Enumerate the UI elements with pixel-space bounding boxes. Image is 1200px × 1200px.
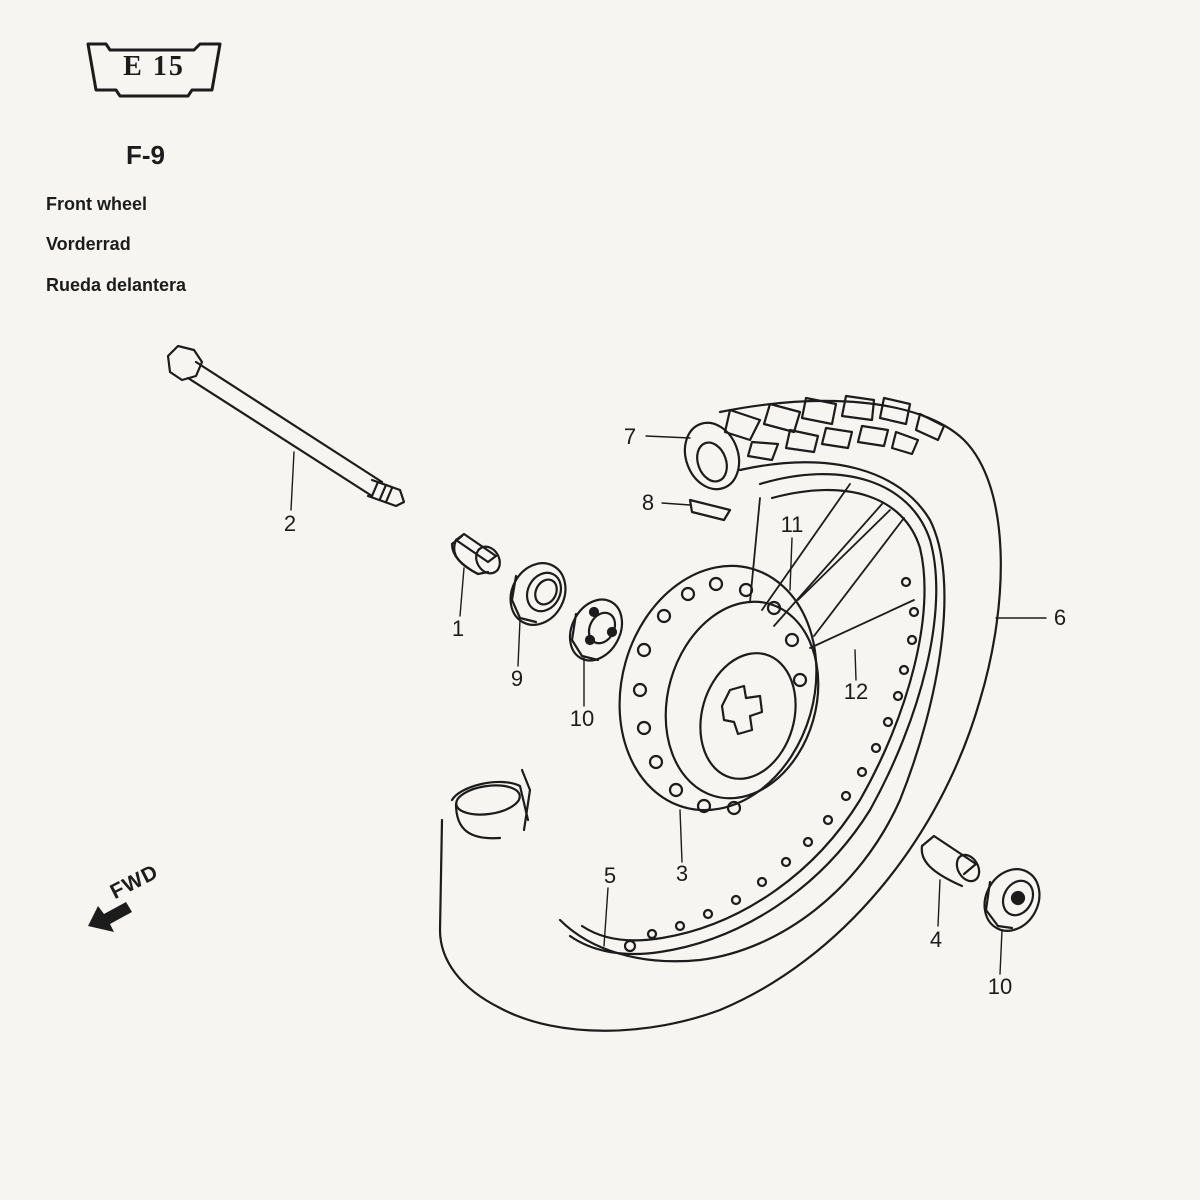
callout-hub: 3 (675, 861, 689, 886)
oil-seal-drawing (509, 562, 567, 626)
spacer-left-drawing (450, 532, 501, 576)
callout-axle: 1 (451, 616, 465, 641)
page-code: F-9 (126, 140, 165, 170)
leader-lines (290, 435, 1047, 975)
callout-tire: 6 (1053, 605, 1067, 630)
title-english: Front wheel (46, 194, 148, 214)
bearing-right-drawing (983, 868, 1041, 932)
badge-text: E 15 (123, 51, 185, 82)
callout-spoke-set-b: 12 (843, 679, 869, 704)
callout-spoke-set-a: 11 (780, 512, 804, 537)
tube-drawing (450, 421, 741, 840)
bearing-left-drawing (568, 598, 624, 662)
hub-drawing (618, 564, 820, 816)
callout-rim-band: 5 (603, 863, 617, 888)
arrow-left-down-icon (88, 902, 132, 932)
callout-bearing-right: 10 (987, 974, 1013, 999)
valve-drawing (520, 498, 732, 832)
rim-drawing (568, 473, 938, 956)
callout-tube: 7 (623, 424, 637, 449)
callout-valve: 8 (641, 490, 655, 515)
title-german: Vorderrad (46, 234, 131, 254)
axle-bolt-drawing (166, 344, 406, 508)
badge-frame (86, 42, 222, 98)
spacer-right-drawing (920, 834, 981, 888)
spokes-drawing (749, 483, 915, 649)
tire-drawing (438, 394, 1002, 1032)
title-spanish: Rueda delantera (46, 275, 187, 295)
callout-spacer-right: 4 (929, 927, 943, 952)
callout-bearing-left: 10 (569, 706, 595, 731)
catalog-badge: E 15 (84, 40, 224, 100)
callout-axle-bolt: 2 (283, 511, 297, 536)
callout-oil-seal: 9 (510, 666, 524, 691)
